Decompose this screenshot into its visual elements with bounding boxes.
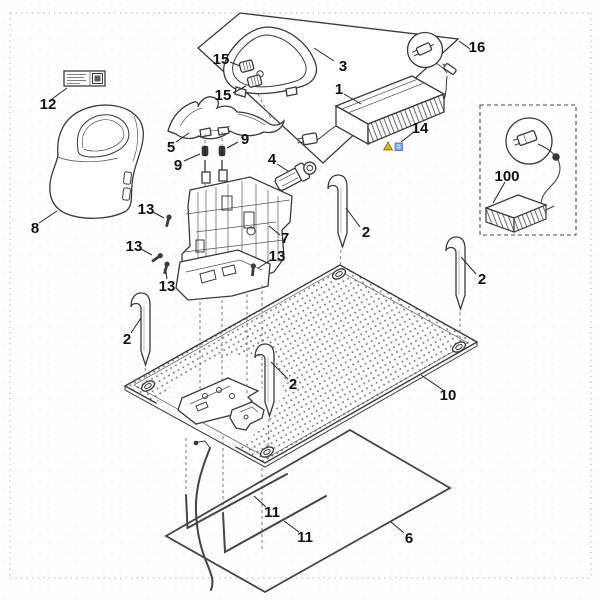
svg-text:13: 13 xyxy=(126,238,143,255)
svg-text:1: 1 xyxy=(335,81,343,98)
part-6-perimeter-wire-loop xyxy=(164,428,452,594)
base-mounting-assembly xyxy=(177,377,265,431)
callout-10: 10 xyxy=(420,374,457,404)
svg-text:7: 7 xyxy=(281,230,289,247)
svg-text:9: 9 xyxy=(241,131,249,148)
callout-14: 14 xyxy=(400,120,429,143)
svg-text:15: 15 xyxy=(213,51,230,68)
svg-text:2: 2 xyxy=(362,224,370,241)
part-2-fixing-pins xyxy=(130,174,466,449)
callout-11: 11 xyxy=(283,520,313,546)
svg-text:3: 3 xyxy=(339,58,347,75)
callout-9: 9 xyxy=(226,131,249,149)
plug-icon xyxy=(412,42,435,57)
callout-6: 6 xyxy=(390,521,413,547)
callout-2: 2 xyxy=(460,256,486,288)
callout-11: 11 xyxy=(253,495,280,521)
svg-text:13: 13 xyxy=(159,278,176,295)
part-100-option-box xyxy=(479,104,577,236)
callout-13: 13 xyxy=(138,201,165,219)
charging-cable xyxy=(193,440,214,591)
svg-text:5: 5 xyxy=(167,139,175,156)
callout-13: 13 xyxy=(257,248,286,269)
callout-5: 5 xyxy=(167,132,190,156)
svg-text:9: 9 xyxy=(174,157,182,174)
part-5-bracket xyxy=(167,96,286,140)
callout-2: 2 xyxy=(270,361,297,393)
part-1-power-supply xyxy=(296,63,457,146)
callout-8: 8 xyxy=(31,210,58,237)
callout-2: 2 xyxy=(123,317,142,348)
svg-text:2: 2 xyxy=(478,271,486,288)
svg-text:4: 4 xyxy=(268,151,277,168)
warning-triangle-icon xyxy=(382,141,394,151)
callout-1: 1 xyxy=(335,81,362,105)
svg-text:11: 11 xyxy=(264,504,280,521)
callout-3: 3 xyxy=(313,47,347,75)
mains-plug xyxy=(296,132,318,146)
callout-9: 9 xyxy=(174,153,201,174)
part-11-wire-sections xyxy=(185,473,327,554)
part-7-docking-station-housing xyxy=(175,169,293,301)
callout-4: 4 xyxy=(268,151,289,172)
part-14-safety-labels xyxy=(382,141,403,151)
pin-holes xyxy=(140,268,467,458)
callout-12: 12 xyxy=(40,87,68,113)
plug-icon xyxy=(512,129,538,147)
svg-text:13: 13 xyxy=(138,201,155,218)
svg-text:2: 2 xyxy=(289,376,297,393)
svg-text:6: 6 xyxy=(405,530,413,547)
part-15-plug-caps xyxy=(238,59,272,120)
qr-code-icon xyxy=(94,75,101,82)
svg-text:15: 15 xyxy=(215,87,232,104)
svg-text:2: 2 xyxy=(123,331,131,348)
part-16-plug-detail-circle xyxy=(406,31,448,74)
part-8-hood xyxy=(49,104,144,219)
callout-100: 100 xyxy=(492,168,520,204)
callout-16: 16 xyxy=(458,39,486,56)
power-supply-unit xyxy=(484,194,555,233)
page-dotted-border xyxy=(9,12,592,579)
svg-text:12: 12 xyxy=(40,96,57,113)
part-4-connector xyxy=(253,161,317,214)
svg-text:10: 10 xyxy=(440,387,457,404)
callout-2: 2 xyxy=(345,207,370,241)
dc-connector xyxy=(442,63,457,75)
callout-13: 13 xyxy=(159,271,176,295)
callout-15: 15 xyxy=(213,51,241,68)
svg-text:16: 16 xyxy=(469,39,486,56)
callout-7: 7 xyxy=(268,225,289,247)
svg-text:11: 11 xyxy=(297,529,313,546)
callout-15: 15 xyxy=(215,85,247,104)
svg-text:14: 14 xyxy=(412,120,429,137)
svg-text:13: 13 xyxy=(269,248,286,265)
cable-grommet xyxy=(552,153,560,161)
manual-book-icon xyxy=(394,142,403,151)
svg-text:8: 8 xyxy=(31,220,39,237)
svg-text:100: 100 xyxy=(494,168,519,185)
part-10-ground-plate xyxy=(123,264,479,468)
part-12-rating-label xyxy=(63,70,106,87)
callout-13: 13 xyxy=(126,238,153,256)
